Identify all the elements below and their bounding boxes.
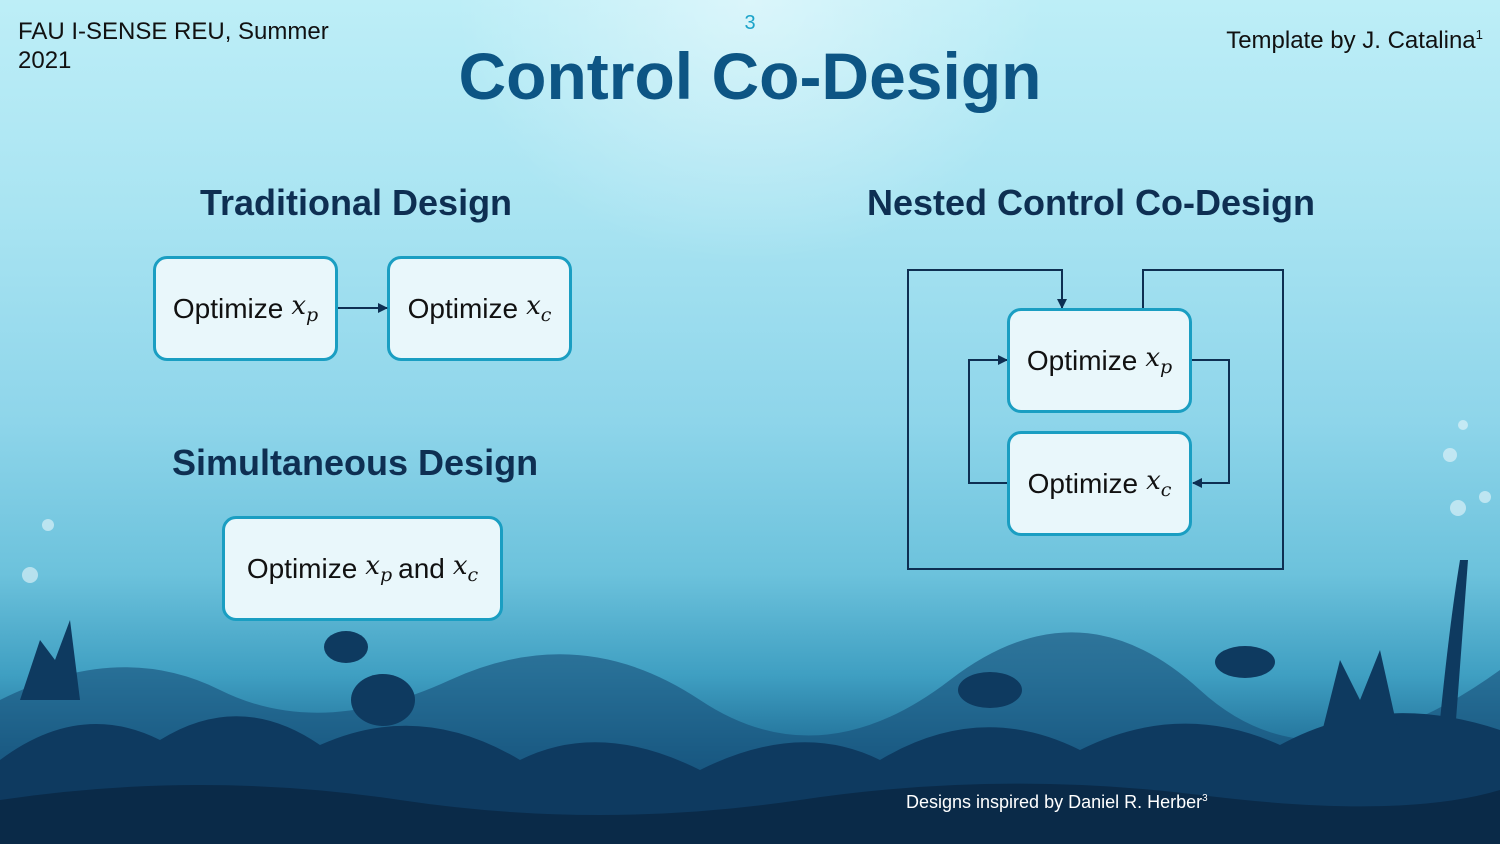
footer-credit: Designs inspired by Daniel R. Herber3 (906, 792, 1208, 813)
xp-to-xc-arrow (1192, 359, 1230, 488)
footer-sup: 3 (1202, 793, 1208, 805)
course-label: FAU I-SENSE REU, Summer 2021 (18, 17, 329, 75)
subscript: p (305, 304, 319, 326)
variable: x (1146, 466, 1161, 496)
credit-text: Template by J. Catalina (1226, 27, 1476, 55)
traditional-heading: Traditional Design (200, 182, 513, 223)
simultaneous-heading: Simultaneous Design (172, 442, 539, 483)
page-title: Control Co-Design (458, 39, 1042, 113)
variable: x (1145, 343, 1160, 373)
nested-heading: Nested Control Co-Design (867, 182, 1316, 223)
subscript: c (467, 564, 479, 586)
box-label: Optimize (407, 292, 519, 324)
subscript: p (1159, 356, 1173, 378)
and-text: and (398, 552, 445, 584)
course-line-2: 2021 (18, 47, 72, 74)
variable: x (526, 291, 541, 321)
box-label: Optimize (246, 552, 358, 584)
variable: x (452, 551, 468, 581)
xc-to-xp-arrow (968, 355, 1008, 484)
credit-sup: 1 (1475, 27, 1483, 42)
footer-text: Designs inspired by Daniel R. Herber (906, 792, 1203, 812)
outer-loop-arrow (907, 269, 1284, 570)
subscript: c (1160, 479, 1172, 501)
course-line-1: FAU I-SENSE REU, Summer (18, 18, 329, 45)
template-credit: Template by J. Catalina1 (1226, 20, 1483, 55)
variable: x (365, 551, 380, 581)
box-label: Optimize (1027, 467, 1139, 499)
subscript: c (540, 304, 552, 326)
box-label: Optimize (1026, 344, 1138, 376)
subscript: p (379, 564, 393, 586)
page-number: 3 (744, 12, 756, 34)
box-label: Optimize (172, 292, 284, 324)
variable: x (291, 291, 306, 321)
